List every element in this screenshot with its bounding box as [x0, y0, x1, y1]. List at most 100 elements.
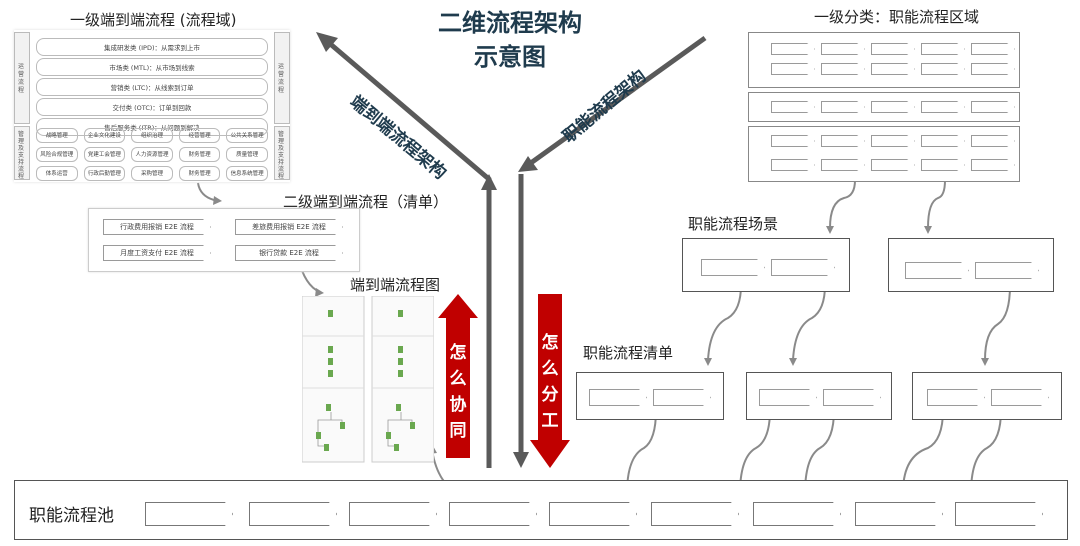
list-process — [759, 389, 817, 406]
mgmt-strip-left: 管理及支持流程 — [14, 126, 30, 180]
mgmt-cell-text: 财务管理 — [188, 171, 211, 177]
functional-architecture-arrow — [518, 35, 707, 172]
functional-area-block — [748, 32, 1020, 88]
mgmt-strip-right: 管理及支持流程 — [274, 126, 290, 180]
main-title-line2: 示意图 — [474, 43, 546, 71]
scene-box — [682, 238, 850, 292]
l2-item: 差旅费用报销 E2E 流程 — [235, 219, 343, 235]
mgmt-cell-text: 风险合规管理 — [40, 152, 74, 158]
scene-box — [888, 238, 1054, 292]
ops-row-text: 集成研发类 (IPD)：从需求到上市 — [104, 44, 200, 52]
ops-row-text: 营销类 (LTC)：从线索到订单 — [110, 84, 194, 92]
area-process — [871, 135, 915, 147]
scene-process — [975, 262, 1039, 279]
functional-area-block — [748, 126, 1020, 182]
area-process — [821, 159, 865, 171]
area-process — [971, 159, 1015, 171]
list-box — [576, 372, 724, 420]
area-process — [771, 159, 815, 171]
mgmt-cell: 体系运营 — [36, 166, 78, 181]
process-pool-label: 职能流程池 — [29, 506, 114, 526]
ops-row: 营销类 (LTC)：从线索到订单 — [36, 78, 268, 96]
how-divide-text: 怎么分工 — [541, 333, 559, 431]
label-functional-scene: 职能流程场景 — [688, 215, 779, 233]
scene-process — [771, 259, 835, 276]
area-process — [771, 135, 815, 147]
mgmt-cell-text: 组织治理 — [140, 133, 163, 139]
flowchart-left — [302, 296, 365, 463]
area-process — [871, 63, 915, 75]
how-collaborate-text: 怎么协同 — [449, 343, 467, 441]
mgmt-cell-text: 战略管理 — [45, 133, 68, 139]
scene-process — [701, 259, 765, 276]
area-process — [871, 43, 915, 55]
mgmt-cell: 企业文化建设 — [83, 128, 126, 143]
red-down-arrow — [530, 294, 570, 468]
mgmt-cell: 行政后勤管理 — [83, 166, 126, 181]
ops-row: 交付类 (OTC)：订单到回款 — [36, 98, 268, 116]
mgmt-cell: 经营管理 — [178, 128, 221, 143]
l2-item: 银行贷款 E2E 流程 — [235, 245, 343, 261]
area-process — [871, 159, 915, 171]
area-process — [921, 135, 965, 147]
area-process — [921, 101, 965, 113]
mgmt-cell-text: 党建工会管理 — [87, 152, 121, 158]
mgmt-strip-left-text: 管理及支持流程 — [18, 131, 25, 180]
pool-process — [449, 502, 537, 526]
functional-area-block — [748, 92, 1020, 122]
vertical-up-arrow — [481, 174, 497, 468]
mgmt-cell-text: 行政后勤管理 — [87, 171, 121, 177]
label-l2-e2e: 二级端到端流程（清单） — [283, 193, 449, 211]
functional-area-panel — [748, 32, 1020, 182]
pool-process — [753, 502, 841, 526]
label-l1-functional: 一级分类：职能流程区域 — [814, 8, 980, 26]
list-process — [991, 389, 1049, 406]
e2e-flowcharts — [302, 296, 434, 463]
process-pool: 职能流程池 — [14, 480, 1068, 540]
l2-item: 行政费用报销 E2E 流程 — [103, 219, 211, 235]
ops-strip-right-text: 运营流程 — [278, 63, 285, 94]
list-process — [927, 389, 985, 406]
vertical-down-arrow — [513, 174, 529, 468]
mgmt-cell-text: 体系运营 — [45, 171, 68, 177]
list-box — [746, 372, 892, 420]
label-how-divide: 怎么分工 — [538, 330, 562, 434]
mgmt-cell-text: 经营管理 — [188, 133, 211, 139]
l2-item: 月度工资支付 E2E 流程 — [103, 245, 211, 261]
area-process — [821, 63, 865, 75]
ops-row-text: 市场类 (MTL)：从市场到线索 — [109, 64, 195, 72]
pool-process — [249, 502, 337, 526]
mgmt-grid: 战略管理 企业文化建设 组织治理 经营管理 公共关系管理 风险合规管理 党建工会… — [36, 128, 268, 181]
area-process — [921, 43, 965, 55]
list-process — [653, 389, 711, 406]
pool-process — [349, 502, 437, 526]
list-box — [912, 372, 1062, 420]
mgmt-strip-right-text: 管理及支持流程 — [278, 131, 285, 180]
area-process — [971, 135, 1015, 147]
mgmt-cell-text: 采购管理 — [140, 171, 163, 177]
mgmt-cell: 信息系统管理 — [226, 166, 268, 181]
area-process — [971, 63, 1015, 75]
e2e-architecture-arrow — [316, 32, 492, 182]
list-process — [823, 389, 881, 406]
l2-item-text: 银行贷款 E2E 流程 — [259, 249, 319, 257]
mgmt-row: 风险合规管理 党建工会管理 人力资源管理 财务管理 质量管理 — [36, 147, 268, 162]
mgmt-cell: 风险合规管理 — [36, 147, 78, 162]
ops-strip-left: 运营流程 — [14, 32, 30, 124]
mgmt-cell: 财务管理 — [178, 147, 221, 162]
area-process — [871, 101, 915, 113]
mgmt-cell-text: 财务管理 — [188, 152, 211, 158]
mgmt-cell: 党建工会管理 — [83, 147, 126, 162]
list-process — [589, 389, 647, 406]
mgmt-cell-text: 企业文化建设 — [87, 133, 121, 139]
pool-process — [855, 502, 943, 526]
mgmt-row: 战略管理 企业文化建设 组织治理 经营管理 公共关系管理 — [36, 128, 268, 143]
mgmt-cell: 人力资源管理 — [131, 147, 173, 162]
label-l1-e2e: 一级端到端流程 (流程域) — [70, 11, 237, 29]
l2-item-text: 差旅费用报销 E2E 流程 — [252, 223, 326, 231]
main-title-line1: 二维流程架构 — [438, 9, 582, 37]
ops-strip-left-text: 运营流程 — [18, 63, 25, 94]
mgmt-cell: 质量管理 — [226, 147, 268, 162]
